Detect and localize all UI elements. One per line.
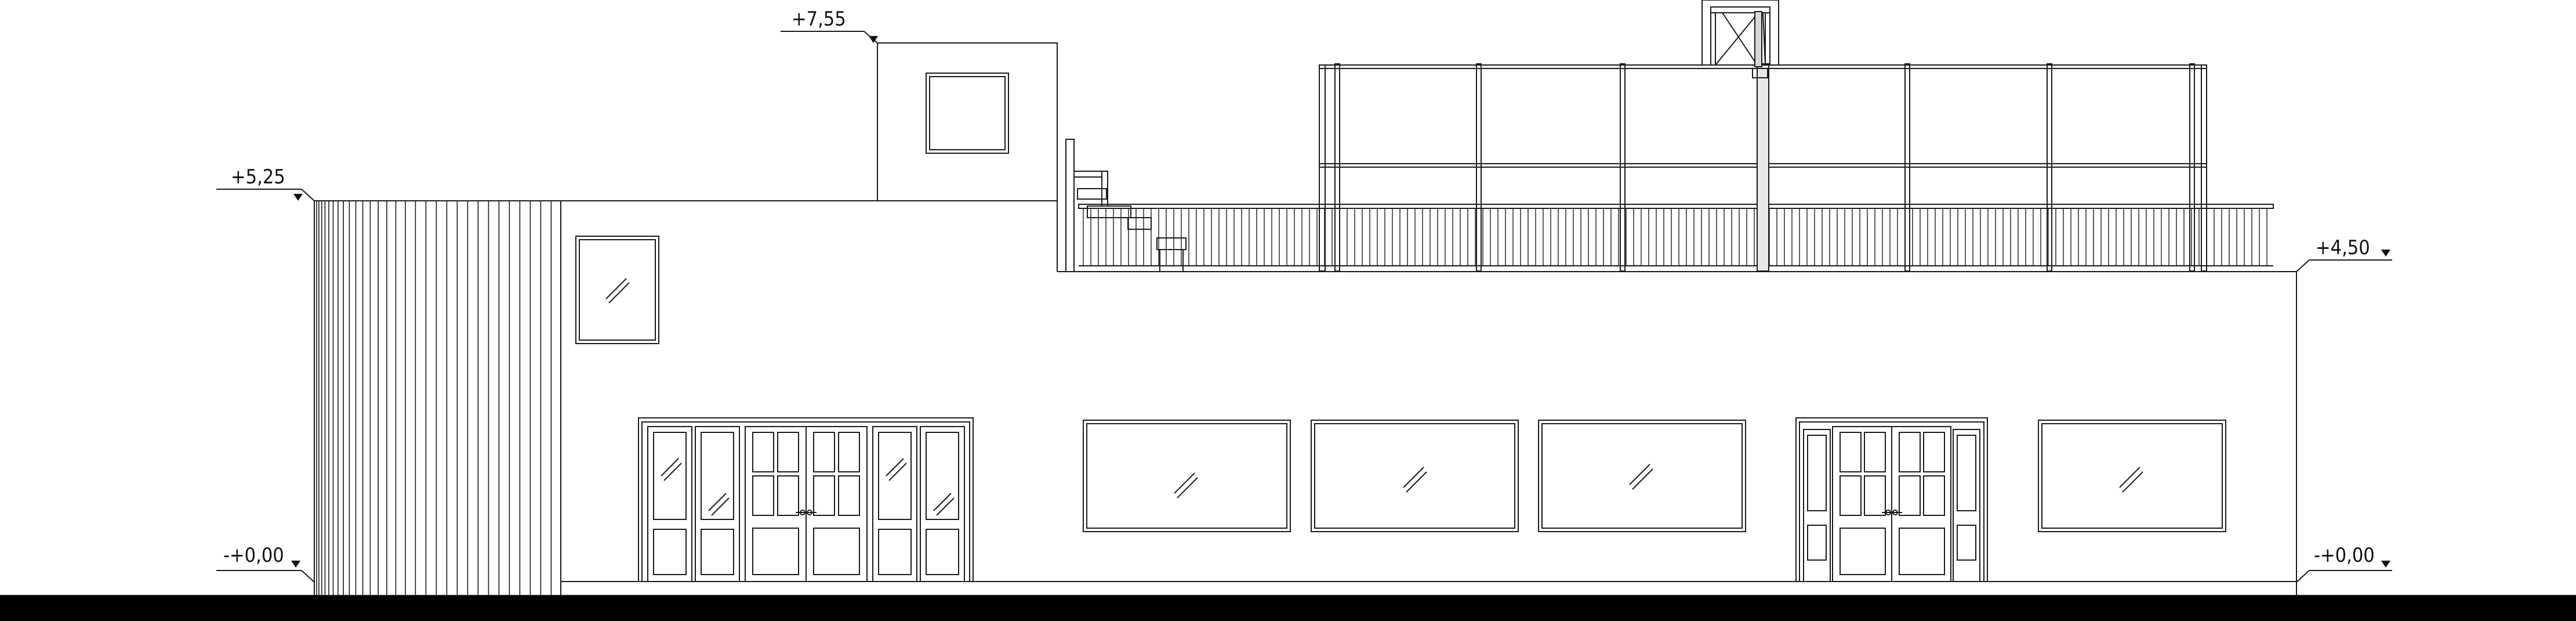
level-label-right-ground: -+0,00 (2314, 544, 2375, 567)
ribbon-window-1 (1083, 420, 1291, 532)
level-label-left-roof: +5,25 (231, 165, 285, 189)
glass-mark (605, 278, 627, 299)
level-marker-right-roof: +4,50 (2296, 236, 2392, 272)
left-door-assembly (638, 417, 974, 582)
ribbon-window-4 (2038, 420, 2226, 532)
stair-housing-window (926, 73, 1009, 154)
roof-sign-frame (1701, 0, 1779, 78)
level-label-left-ground: -+0,00 (223, 544, 284, 567)
stair-housing-window-inner (929, 76, 1006, 150)
tower-cladding-ribs (316, 201, 552, 595)
level-marker-left-ground: -+0,00 (216, 544, 315, 583)
balustrade-balusters (1083, 208, 2267, 266)
level-marker-right-ground: -+0,00 (2296, 544, 2392, 583)
balustrade-top-rail (1078, 204, 2274, 209)
stair-housing (877, 42, 1058, 201)
upper-window-inner (579, 239, 656, 341)
level-label-top-stair: +7,55 (792, 8, 846, 31)
roof-stair (1065, 139, 1187, 272)
right-door-assembly (1795, 417, 1988, 582)
level-label-right-roof: +4,50 (2316, 236, 2370, 259)
ribbon-window-2 (1311, 420, 1519, 532)
ribbon-window-3 (1538, 420, 1746, 532)
level-marker-top-stair: +7,55 (781, 8, 878, 44)
level-marker-left-roof: +5,25 (216, 165, 315, 201)
left-tower (314, 200, 561, 596)
ground-band (0, 595, 2576, 621)
roof-screen (1319, 63, 2207, 272)
glass-mark (608, 282, 630, 304)
upper-window (575, 236, 659, 344)
